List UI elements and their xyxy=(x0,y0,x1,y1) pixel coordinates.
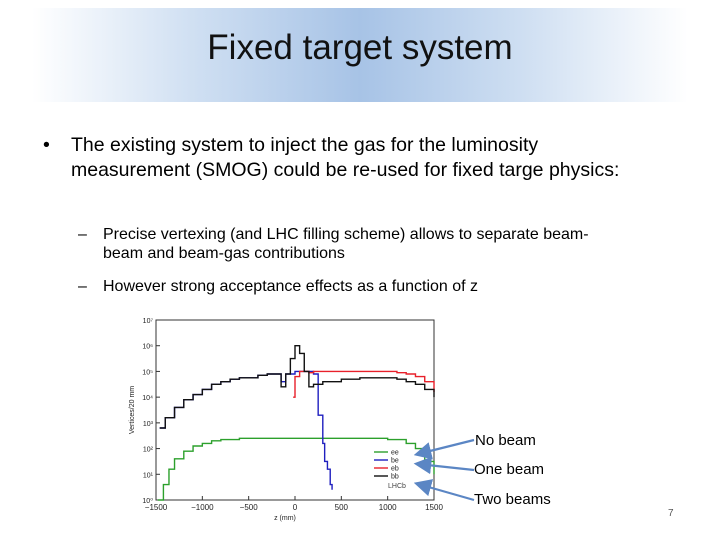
x-tick-label: 0 xyxy=(293,503,298,512)
dash-icon: – xyxy=(78,226,87,243)
series-line-eb xyxy=(293,370,435,398)
y-tick-label: 10¹ xyxy=(143,472,154,479)
main-bullet-text: The existing system to inject the gas fo… xyxy=(71,134,620,181)
annotation-arrows xyxy=(413,438,475,502)
slide-title: Fixed target system xyxy=(207,28,513,67)
y-tick-label: 10³ xyxy=(143,421,154,428)
x-tick-label: 500 xyxy=(335,503,349,512)
x-tick-label: −500 xyxy=(240,503,259,512)
series-line-ee xyxy=(157,437,435,501)
vertex-plot: −1500 −1000 −500 0 500 1000 1500 10⁰ 10¹ 10² 10³ 10… xyxy=(126,312,452,524)
y-tick-label: 10² xyxy=(143,447,154,454)
bullet-dot-icon: • xyxy=(43,134,50,156)
x-axis-label: z (mm) xyxy=(274,515,296,522)
dash-icon: – xyxy=(78,278,87,295)
page-number: 7 xyxy=(668,508,674,519)
lhcb-watermark: LHCb xyxy=(388,483,406,490)
x-tick-label: 1500 xyxy=(425,503,443,512)
legend-label-ee: ee xyxy=(391,450,399,457)
annotation-no-beam: No beam xyxy=(475,432,536,449)
sub-bullet-2-text: However strong acceptance effects as a f… xyxy=(103,278,479,295)
series-line-be xyxy=(159,370,333,490)
series-line-bb xyxy=(159,345,435,429)
x-tick-label: −1000 xyxy=(191,503,214,512)
arrow-one-beam xyxy=(413,456,475,475)
annotation-two-beams: Two beams xyxy=(474,491,551,508)
legend-label-bb: bb xyxy=(391,474,399,481)
y-tick-label: 10⁶ xyxy=(142,344,153,351)
y-tick-label: 10⁰ xyxy=(142,497,153,505)
x-tick-label: 1000 xyxy=(379,503,397,512)
title-band xyxy=(32,8,688,102)
annotation-one-beam: One beam xyxy=(474,461,545,478)
y-tick-label: 10⁷ xyxy=(143,318,154,325)
y-tick-label: 10⁴ xyxy=(142,395,153,402)
arrow-two-beams xyxy=(413,479,475,502)
legend-label-be: be xyxy=(391,458,399,465)
legend-label-eb: eb xyxy=(391,466,399,473)
y-axis-label: Vertices/20 mm xyxy=(129,386,136,434)
x-tick-label: −1500 xyxy=(145,503,168,512)
arrow-no-beam xyxy=(413,438,475,460)
sub-bullet-1-text: Precise vertexing (and LHC filling schem… xyxy=(103,226,589,262)
y-tick-label: 10⁵ xyxy=(142,369,153,376)
chart-svg: −1500 −1000 −500 0 500 1000 1500 10⁰ 10¹ 10² 10³ 10… xyxy=(129,318,443,522)
